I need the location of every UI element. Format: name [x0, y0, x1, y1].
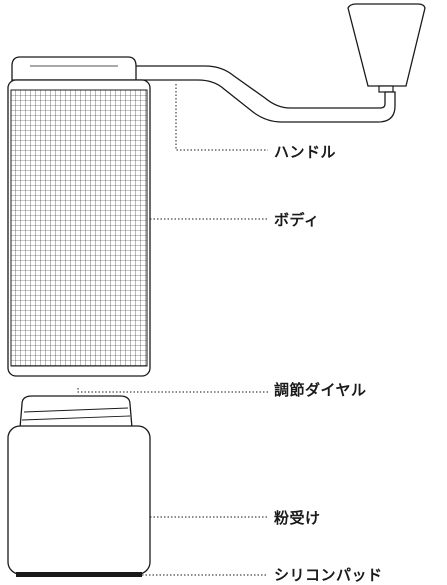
label-powder-catcher: 粉受け	[274, 509, 321, 527]
handle-knob-stem	[378, 85, 394, 93]
handle-knob	[347, 3, 426, 87]
top-cap	[11, 56, 137, 81]
silicone-pad	[16, 572, 142, 577]
label-body: ボディ	[274, 211, 320, 229]
label-handle: ハンドル	[274, 143, 337, 161]
label-silicone-pad: シリコンパッド	[274, 566, 383, 584]
handle-arm	[129, 65, 396, 123]
label-adjust-dial: 調節ダイヤル	[274, 381, 367, 399]
catcher-jar	[7, 425, 151, 575]
body-knurl-texture	[10, 89, 148, 367]
leader-dial	[77, 388, 268, 393]
catcher-threads	[19, 395, 133, 429]
leader-handle	[175, 84, 268, 151]
